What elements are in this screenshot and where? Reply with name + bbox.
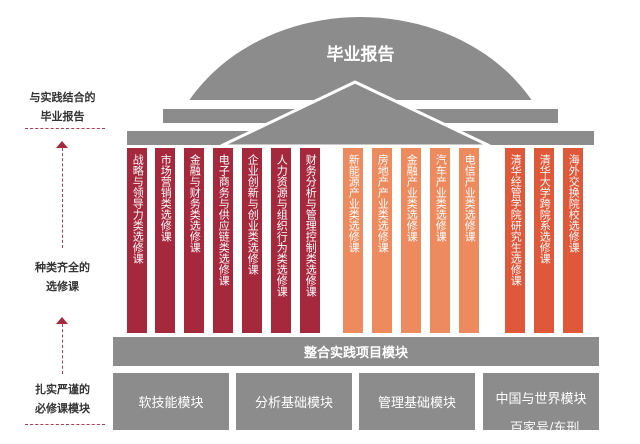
connector-line bbox=[62, 148, 63, 248]
connector-line bbox=[62, 324, 63, 374]
foundation-module: 分析基础模块 bbox=[236, 373, 352, 430]
column-label: 清华经管学院研究生选修课 bbox=[509, 154, 523, 286]
column-industry: 新能源产业类选修课 bbox=[343, 148, 363, 333]
column-elective: 电子商务与供应链类选修课 bbox=[213, 148, 233, 333]
column-label: 人力资源与组织行为类选修课 bbox=[275, 154, 289, 297]
divider bbox=[25, 424, 105, 425]
column-industry: 房地产产业类选修课 bbox=[372, 148, 392, 333]
column-label: 电子商务与供应链类选修课 bbox=[217, 154, 231, 286]
side-label-line: 必修课模块 bbox=[35, 402, 90, 415]
side-label-line: 扎实严谨的 bbox=[35, 383, 90, 396]
roof-title: 毕业报告 bbox=[326, 45, 395, 65]
column-label: 电信产业类选修课 bbox=[463, 154, 477, 242]
foundation-module: 软技能模块 bbox=[113, 373, 229, 430]
column-elective: 市场营销类选修课 bbox=[155, 148, 175, 333]
column-label: 战略与领导力类选修课 bbox=[131, 154, 145, 264]
column-label: 金融与财务类选修课 bbox=[188, 154, 202, 253]
watermark: 百家号/东刑 bbox=[510, 421, 580, 436]
column-external: 清华大学跨院系选修课 bbox=[534, 148, 554, 333]
column-label: 海外交换院校选修课 bbox=[567, 154, 581, 253]
column-external: 清华经管学院研究生选修课 bbox=[505, 148, 525, 333]
column-industry: 汽车产业类选修课 bbox=[430, 148, 450, 333]
column-industry: 电信产业类选修课 bbox=[459, 148, 479, 333]
arrow-up-icon bbox=[56, 141, 68, 148]
column-label: 房地产产业类选修课 bbox=[376, 154, 390, 253]
column-elective: 战略与领导力类选修课 bbox=[127, 148, 147, 333]
integration-project-bar: 整合实践项目模块 bbox=[113, 337, 599, 366]
column-label: 汽车产业类选修课 bbox=[434, 154, 448, 242]
side-label-electives: 种类齐全的 选修课 bbox=[15, 258, 110, 296]
side-label-line: 种类齐全的 bbox=[35, 261, 90, 274]
column-label: 市场营销类选修课 bbox=[159, 154, 173, 242]
column-label: 金融产业类选修课 bbox=[405, 154, 419, 242]
column-elective: 财务分析与管理控制类选修课 bbox=[300, 148, 320, 333]
side-label-line: 选修课 bbox=[46, 280, 79, 293]
column-elective: 人力资源与组织行为类选修课 bbox=[271, 148, 291, 333]
side-label-line: 与实践结合的 bbox=[29, 91, 96, 104]
divider bbox=[25, 128, 105, 129]
side-label-report: 与实践结合的 毕业报告 bbox=[15, 88, 110, 126]
foundation-module: 管理基础模块 bbox=[359, 373, 475, 430]
column-industry: 金融产业类选修课 bbox=[401, 148, 421, 333]
column-external: 海外交换院校选修课 bbox=[563, 148, 583, 333]
arrow-up-icon bbox=[56, 317, 68, 324]
column-label: 清华大学跨院系选修课 bbox=[538, 154, 552, 264]
foundation-module: 中国与世界模块 bbox=[483, 373, 599, 430]
column-elective: 金融与财务类选修课 bbox=[184, 148, 204, 333]
column-label: 企业创新与创业类选修课 bbox=[246, 154, 260, 275]
side-label-line: 毕业报告 bbox=[40, 110, 85, 123]
pediment-triangle bbox=[220, 80, 491, 148]
side-label-required: 扎实严谨的 必修课模块 bbox=[15, 380, 110, 418]
column-label: 财务分析与管理控制类选修课 bbox=[304, 154, 318, 297]
column-elective: 企业创新与创业类选修课 bbox=[242, 148, 262, 333]
column-label: 新能源产业类选修课 bbox=[347, 154, 361, 253]
